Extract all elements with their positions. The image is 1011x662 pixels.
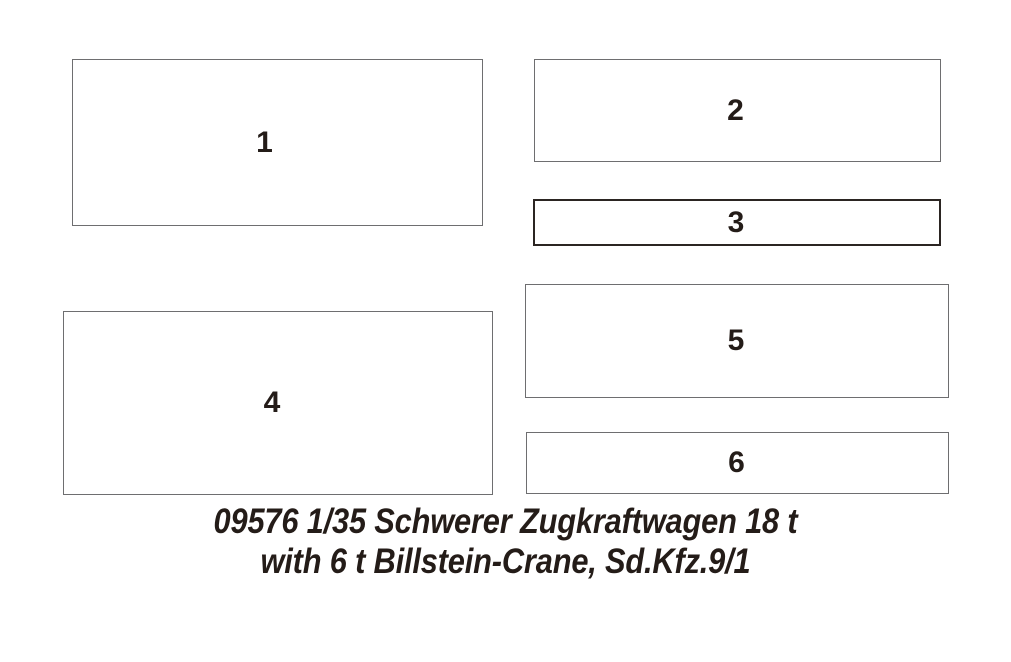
kit-caption-line-1: 09576 1/35 Schwerer Zugkraftwagen 18 t — [213, 502, 798, 541]
sprue-box-3: 3 — [533, 199, 941, 246]
kit-caption: 09576 1/35 Schwerer Zugkraftwagen 18 t w… — [0, 502, 1011, 582]
sprue-box-5-label: 5 — [727, 324, 745, 357]
sprue-box-6-label: 6 — [728, 446, 745, 479]
sprue-box-2: 2 — [534, 59, 941, 162]
sprue-box-3-label: 3 — [727, 205, 745, 239]
sprue-box-2-label: 2 — [727, 93, 744, 127]
sprue-box-4: 4 — [63, 311, 493, 495]
sprue-box-4-label: 4 — [263, 386, 281, 419]
sprue-box-1: 1 — [72, 59, 483, 226]
kit-caption-line-2: with 6 t Billstein-Crane, Sd.Kfz.9/1 — [260, 542, 751, 581]
sprue-box-6: 6 — [526, 432, 949, 494]
sprue-box-1-label: 1 — [256, 125, 273, 159]
sprue-box-5: 5 — [525, 284, 949, 398]
